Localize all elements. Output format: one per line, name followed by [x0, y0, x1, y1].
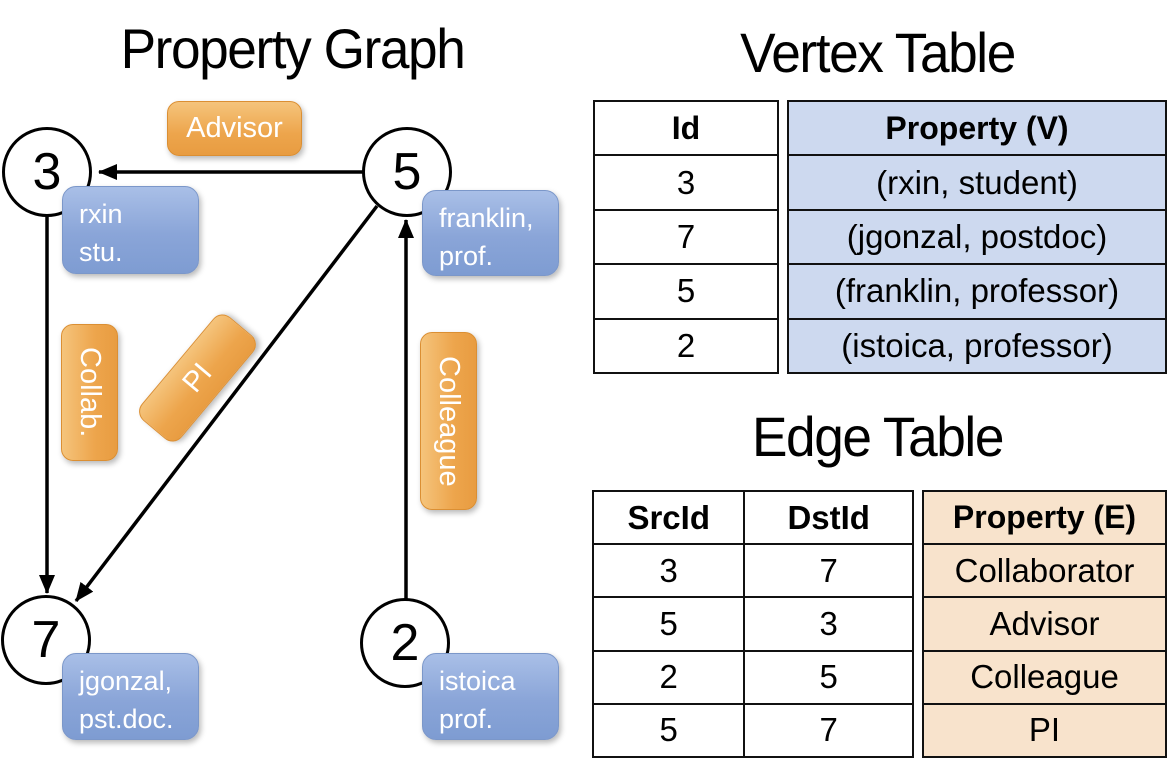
property-graph-title: Property Graph: [120, 17, 466, 80]
edge-table: SrcId DstId 3 7 5 3 2 5 5 7 Property (E)…: [592, 490, 1167, 758]
edge-table-header-dstid: DstId: [743, 492, 912, 544]
edge-label-collab: Collab.: [61, 324, 118, 461]
vertex-node-2: 2: [360, 598, 450, 688]
edge-table-row: 2 5: [594, 649, 912, 703]
edge-table-header-property: Property (E): [952, 499, 1137, 536]
edge-table-srcid-cell: 5: [659, 711, 678, 749]
vertex-table-header-property: Property (V): [885, 109, 1069, 146]
edge-table-dstid-cell: 7: [743, 545, 912, 597]
edge-table-srcid-cell: 2: [659, 658, 678, 696]
vertex-property-line: prof.: [439, 241, 494, 272]
vertex-table-property-cell: (franklin, professor): [789, 263, 1165, 317]
edge-table-dstid-cell: 7: [743, 704, 912, 757]
vertex-id-label: 3: [32, 143, 62, 201]
vertex-property-card-3: rxin stu.: [62, 186, 199, 274]
vertex-id-label: 2: [390, 614, 420, 672]
edge-table-property-cell: Advisor: [924, 596, 1165, 649]
vertex-table-property-column: Property (V) (rxin, student) (jgonzal, p…: [787, 100, 1167, 374]
edge-table-title: Edge Table: [751, 405, 1004, 468]
vertex-table-id-cell: 2: [595, 317, 777, 372]
vertex-property-line: rxin: [79, 199, 123, 229]
vertex-table-property-cell: (istoica, professor): [789, 317, 1165, 372]
edge-table-header-row: SrcId DstId: [594, 492, 912, 544]
edge-table-property-cell: PI: [924, 702, 1165, 756]
vertex-table-id-cell: 7: [595, 208, 777, 263]
vertex-table-header-id: Id: [671, 109, 701, 146]
vertex-table-id-cell: 5: [595, 263, 777, 317]
graph-edges-svg: [39, 164, 414, 603]
edge-table-property-column: Property (E) Collaborator Advisor Collea…: [922, 490, 1167, 758]
vertex-property-card-2: istoica prof.: [422, 653, 559, 740]
edge-table-srcid-cell: 5: [659, 605, 678, 642]
edge-table-dstid-cell: 3: [743, 598, 912, 650]
vertex-property-card-5: franklin, prof.: [422, 190, 559, 276]
vertex-property-line: prof.: [439, 704, 494, 735]
edge-table-header-srcid: SrcId: [627, 498, 710, 536]
edge-table-ids-column: SrcId DstId 3 7 5 3 2 5 5 7: [592, 490, 914, 758]
vertex-property-line: istoica: [439, 666, 516, 696]
vertex-id-label: 5: [392, 143, 422, 201]
edge-table-row: 5 3: [594, 596, 912, 650]
vertex-property-line: pst.doc.: [79, 704, 174, 735]
vertex-property-card-7: jgonzal, pst.doc.: [62, 653, 199, 740]
vertex-table-id-cell: 3: [595, 154, 777, 208]
edge-table-dstid-cell: 5: [743, 651, 912, 703]
vertex-table-property-cell: (rxin, student): [789, 154, 1165, 208]
edge-table-property-cell: Collaborator: [924, 543, 1165, 596]
edge-label-colleague: Colleague: [420, 332, 477, 510]
vertex-table-id-column: Id 3 7 5 2: [593, 100, 779, 374]
vertex-table-title: Vertex Table: [740, 21, 1016, 84]
vertex-table: Id 3 7 5 2 Property (V) (rxin, student) …: [593, 100, 1167, 374]
vertex-table-property-cell: (jgonzal, postdoc): [789, 208, 1165, 263]
edge-line-pi-5-7: [74, 204, 379, 603]
vertex-property-line: jgonzal,: [79, 666, 173, 696]
edge-table-property-cell: Colleague: [924, 649, 1165, 703]
edge-table-row: 3 7: [594, 543, 912, 597]
vertex-node-5: 5: [362, 127, 452, 217]
edge-label-advisor: Advisor: [167, 101, 302, 156]
edge-table-srcid-cell: 3: [659, 551, 678, 589]
edge-table-row: 5 7: [594, 702, 912, 757]
vertex-id-label: 7: [31, 611, 61, 669]
vertex-property-line: franklin,: [439, 203, 534, 233]
vertex-property-line: stu.: [79, 237, 123, 268]
